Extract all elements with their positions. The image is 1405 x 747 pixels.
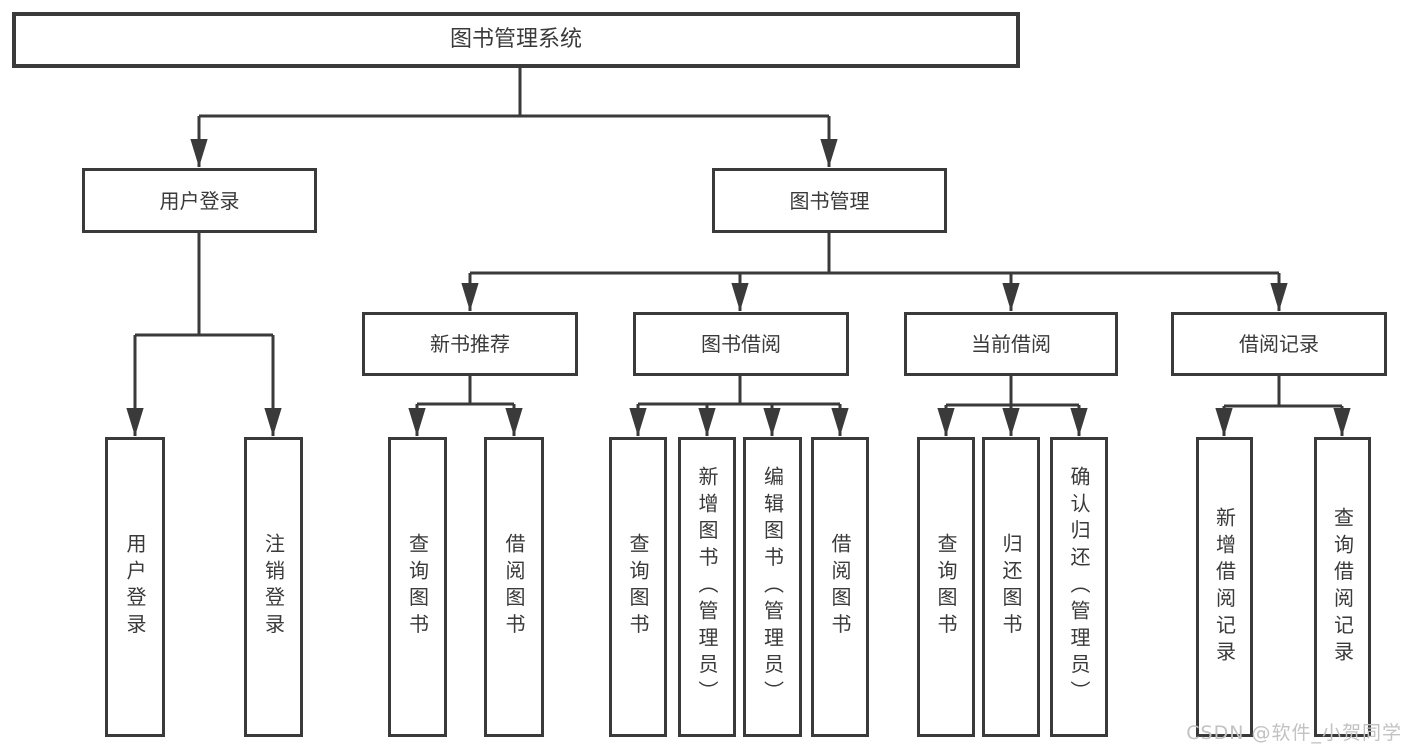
edge-trunk-root — [199, 67, 829, 118]
node-new-book-recommendation: 新书推荐 — [362, 312, 578, 376]
leaf-add-borrow-record: 新增借阅记录 — [1196, 437, 1253, 737]
edge-trunk-book-borrow — [638, 376, 840, 406]
watermark: CSDN @软件_小贺同学 — [1186, 722, 1402, 744]
leaf-query-books-current: 查询图书 — [917, 437, 975, 737]
node-book-management: 图书管理 — [712, 168, 947, 233]
edge-trunk-current-borrow — [946, 376, 1079, 407]
edge-trunk-book-mgmt — [470, 233, 1279, 275]
node-book-borrowing: 图书借阅 — [633, 312, 849, 376]
node-root: 图书管理系统 — [12, 12, 1020, 68]
edge-trunk-borrow-records — [1224, 376, 1342, 408]
leaf-return-book: 归还图书 — [982, 437, 1040, 737]
leaf-borrow-books-rec: 借阅图书 — [484, 437, 544, 737]
leaf-logout: 注销登录 — [244, 437, 303, 737]
leaf-query-borrow-record: 查询借阅记录 — [1314, 437, 1371, 737]
node-borrowing-records: 借阅记录 — [1171, 312, 1387, 376]
edge-trunk-user-login — [135, 233, 273, 337]
leaf-user-login: 用户登录 — [105, 437, 165, 737]
leaf-query-books-borrow: 查询图书 — [609, 437, 667, 737]
node-user-login: 用户登录 — [82, 168, 317, 233]
node-current-borrowing: 当前借阅 — [904, 312, 1118, 376]
leaf-confirm-return-admin: 确认归还（管理员） — [1050, 437, 1108, 737]
leaf-query-books-rec: 查询图书 — [388, 437, 447, 737]
leaf-edit-book-admin: 编辑图书（管理员） — [743, 437, 802, 737]
leaf-borrow-books-borrow: 借阅图书 — [811, 437, 869, 737]
leaf-add-book-admin: 新增图书（管理员） — [678, 437, 736, 737]
edge-trunk-new-book — [417, 376, 514, 406]
